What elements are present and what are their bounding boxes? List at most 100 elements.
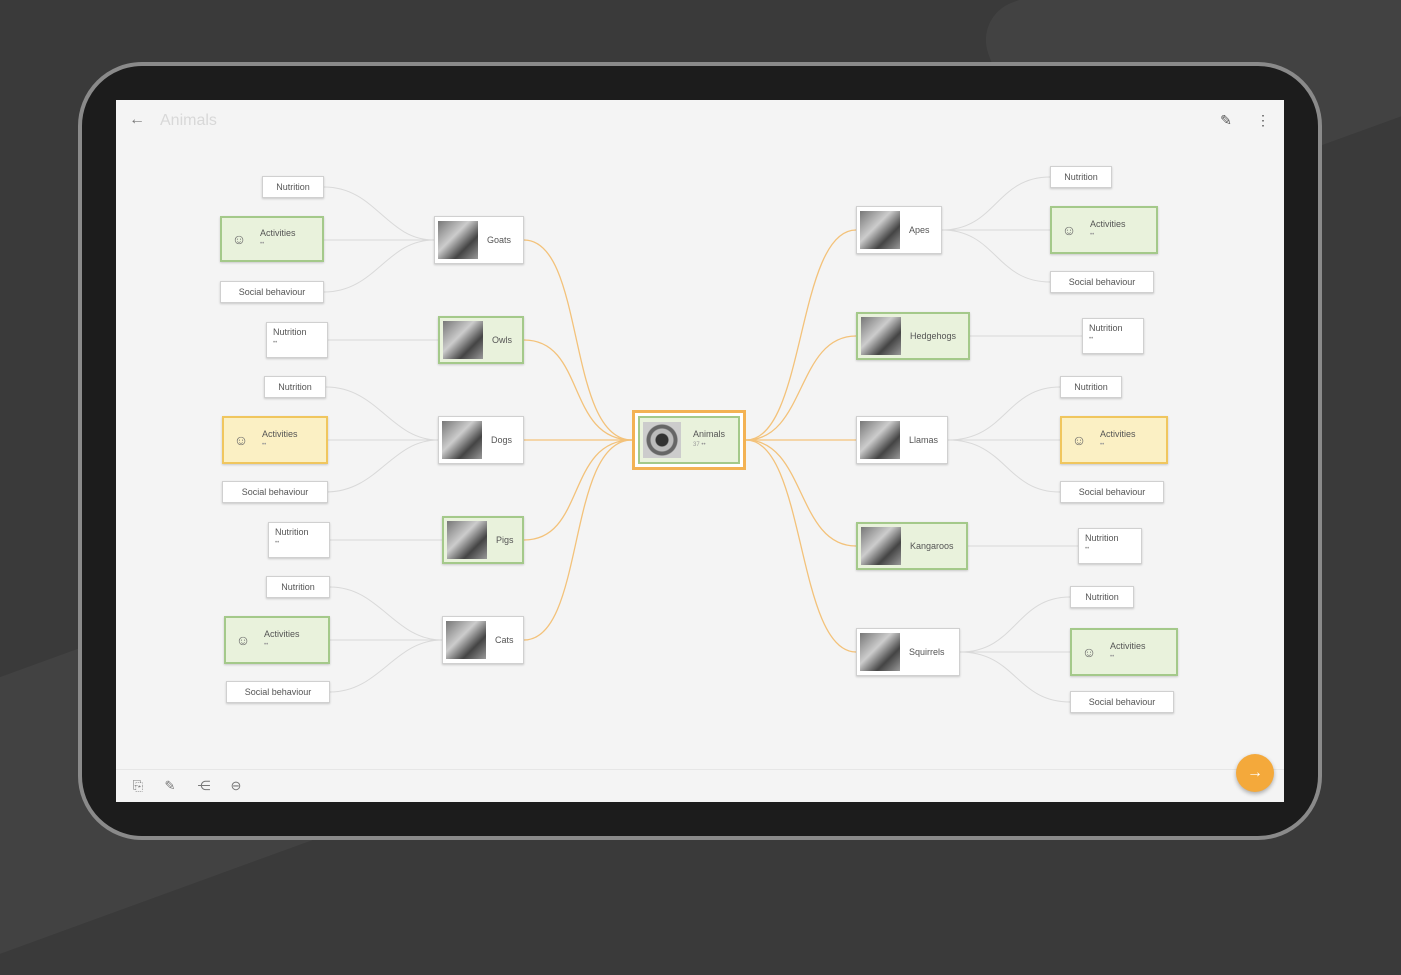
node-label: Cats bbox=[495, 635, 514, 645]
node-apes[interactable]: Apes bbox=[856, 206, 942, 254]
cat-thumbnail bbox=[446, 621, 486, 659]
node-label: Pigs bbox=[496, 535, 514, 545]
leaf-sub: •• bbox=[1085, 546, 1090, 552]
leaf-dogs-activities[interactable]: ☺Activities•• bbox=[222, 416, 328, 464]
node-label: Squirrels bbox=[909, 647, 945, 657]
node-label: Dogs bbox=[491, 435, 513, 445]
leaf-squirrels-nutrition[interactable]: Nutrition bbox=[1070, 586, 1134, 608]
top-app-bar: ← Animals ✎ ⋮ bbox=[116, 100, 1284, 144]
leaf-sub: •• bbox=[1100, 442, 1105, 448]
squirrel-thumbnail bbox=[860, 633, 900, 671]
eye-thumbnail bbox=[643, 422, 681, 458]
link-pigs bbox=[523, 439, 633, 541]
node-dogs[interactable]: Dogs bbox=[438, 416, 524, 464]
node-label: Apes bbox=[909, 225, 930, 235]
leaf-goats-activities[interactable]: ☺Activities•• bbox=[220, 216, 324, 262]
node-llamas[interactable]: Llamas bbox=[856, 416, 948, 464]
leaf-label: Nutrition bbox=[1074, 382, 1108, 392]
leaf-label: Nutrition bbox=[276, 182, 310, 192]
leaf-squirrels-social[interactable]: Social behaviour bbox=[1070, 691, 1174, 713]
hedgehog-thumbnail bbox=[861, 317, 901, 355]
leaf-apes-activities[interactable]: ☺Activities•• bbox=[1050, 206, 1158, 254]
leaf-cats-nutrition[interactable]: Nutrition bbox=[266, 576, 330, 598]
leaf-label: Nutrition bbox=[273, 327, 307, 337]
branch-icon[interactable]: ⋲ bbox=[197, 778, 211, 793]
leaf-goats-nutrition[interactable]: Nutrition bbox=[262, 176, 324, 198]
ape-thumbnail bbox=[860, 211, 900, 249]
pig-thumbnail bbox=[447, 521, 487, 559]
leaf-label: Nutrition bbox=[1085, 533, 1119, 543]
goat-thumbnail bbox=[438, 221, 478, 259]
leaf-label: Nutrition bbox=[1064, 172, 1098, 182]
leaf-label: Nutrition bbox=[1085, 592, 1119, 602]
bottom-toolbar: ⎘ ✎ ⋲ ⊖ bbox=[116, 769, 1284, 802]
link-cats bbox=[523, 439, 633, 641]
leaf-hedgehogs-nutrition[interactable]: Nutrition •• bbox=[1082, 318, 1144, 354]
leaf-apes-social[interactable]: Social behaviour bbox=[1050, 271, 1154, 293]
smiley-icon: ☺ bbox=[235, 632, 251, 648]
dog-thumbnail bbox=[442, 421, 482, 459]
fab-next-button[interactable]: → bbox=[1236, 754, 1274, 792]
page-title: Animals bbox=[160, 112, 217, 129]
leaf-apes-nutrition[interactable]: Nutrition bbox=[1050, 166, 1112, 188]
leaf-sub: •• bbox=[273, 340, 278, 346]
leaf-llamas-activities[interactable]: ☺ Activities •• bbox=[1060, 416, 1168, 464]
attach-icon[interactable]: ⎘ bbox=[132, 778, 144, 793]
leaf-label: Activities bbox=[1110, 641, 1146, 651]
node-kangaroos[interactable]: Kangaroos bbox=[856, 522, 968, 570]
smiley-icon: ☺ bbox=[1061, 222, 1077, 238]
leaf-cats-activities[interactable]: ☺Activities•• bbox=[224, 616, 330, 664]
link-apes bbox=[745, 229, 857, 441]
leaf-dogs-social[interactable]: Social behaviour bbox=[222, 481, 328, 503]
leaf-cats-social[interactable]: Social behaviour bbox=[226, 681, 330, 703]
kangaroo-thumbnail bbox=[861, 527, 901, 565]
leaf-label: Nutrition bbox=[1089, 323, 1123, 333]
node-pigs[interactable]: Pigs bbox=[442, 516, 524, 564]
leaf-pigs-nutrition[interactable]: Nutrition•• bbox=[268, 522, 330, 558]
node-label: Hedgehogs bbox=[910, 331, 957, 341]
more-vert-icon[interactable]: ⋮ bbox=[1256, 112, 1270, 128]
node-squirrels[interactable]: Squirrels bbox=[856, 628, 960, 676]
leaf-label: Social behaviour bbox=[244, 687, 312, 697]
node-cats[interactable]: Cats bbox=[442, 616, 524, 664]
leaf-llamas-nutrition[interactable]: Nutrition bbox=[1060, 376, 1122, 398]
leaf-label: Nutrition bbox=[281, 582, 315, 592]
node-goats[interactable]: Goats bbox=[434, 216, 524, 264]
leaf-llamas-social[interactable]: Social behaviour bbox=[1060, 481, 1164, 503]
leaf-sub: •• bbox=[1089, 336, 1094, 342]
leaf-sub: •• bbox=[264, 642, 269, 648]
leaf-sub: •• bbox=[262, 442, 267, 448]
owl-thumbnail bbox=[443, 321, 483, 359]
leaf-label: Activities bbox=[1090, 219, 1126, 229]
mindmap-connections bbox=[323, 176, 1082, 703]
edit-pencil-icon[interactable]: ✎ bbox=[1220, 112, 1232, 128]
leaf-squirrels-activities[interactable]: ☺Activities•• bbox=[1070, 628, 1178, 676]
leaf-label: Social behaviour bbox=[241, 487, 309, 497]
leaf-label: Social behaviour bbox=[1078, 487, 1146, 497]
mindmap-screen: ← Animals ✎ ⋮ bbox=[116, 100, 1284, 802]
link-goats bbox=[523, 239, 633, 441]
leaf-label: Activities bbox=[262, 429, 298, 439]
collapse-icon[interactable]: ⊖ bbox=[230, 778, 242, 793]
leaf-owls-nutrition[interactable]: Nutrition •• bbox=[266, 322, 328, 358]
node-hedgehogs[interactable]: Hedgehogs bbox=[856, 312, 970, 360]
leaf-sub: •• bbox=[260, 241, 265, 247]
leaf-label: Activities bbox=[1100, 429, 1136, 439]
leaf-sub: •• bbox=[275, 540, 280, 546]
leaf-label: Social behaviour bbox=[238, 287, 306, 297]
leaf-dogs-nutrition[interactable]: Nutrition bbox=[264, 376, 326, 398]
llama-thumbnail bbox=[860, 421, 900, 459]
node-label: Goats bbox=[487, 235, 512, 245]
root-node-label: Animals bbox=[693, 429, 726, 439]
leaf-kangaroos-nutrition[interactable]: Nutrition •• bbox=[1078, 528, 1142, 564]
leaf-goats-social[interactable]: Social behaviour bbox=[220, 281, 324, 303]
link-hedgehogs bbox=[745, 335, 857, 441]
note-icon[interactable]: ✎ bbox=[164, 778, 176, 793]
node-label: Owls bbox=[492, 335, 512, 345]
back-arrow-icon[interactable]: ← bbox=[129, 111, 145, 128]
node-owls[interactable]: Owls bbox=[438, 316, 524, 364]
leaf-sub: •• bbox=[1110, 654, 1115, 660]
node-label: Kangaroos bbox=[910, 541, 954, 551]
smiley-icon: ☺ bbox=[1071, 432, 1087, 448]
